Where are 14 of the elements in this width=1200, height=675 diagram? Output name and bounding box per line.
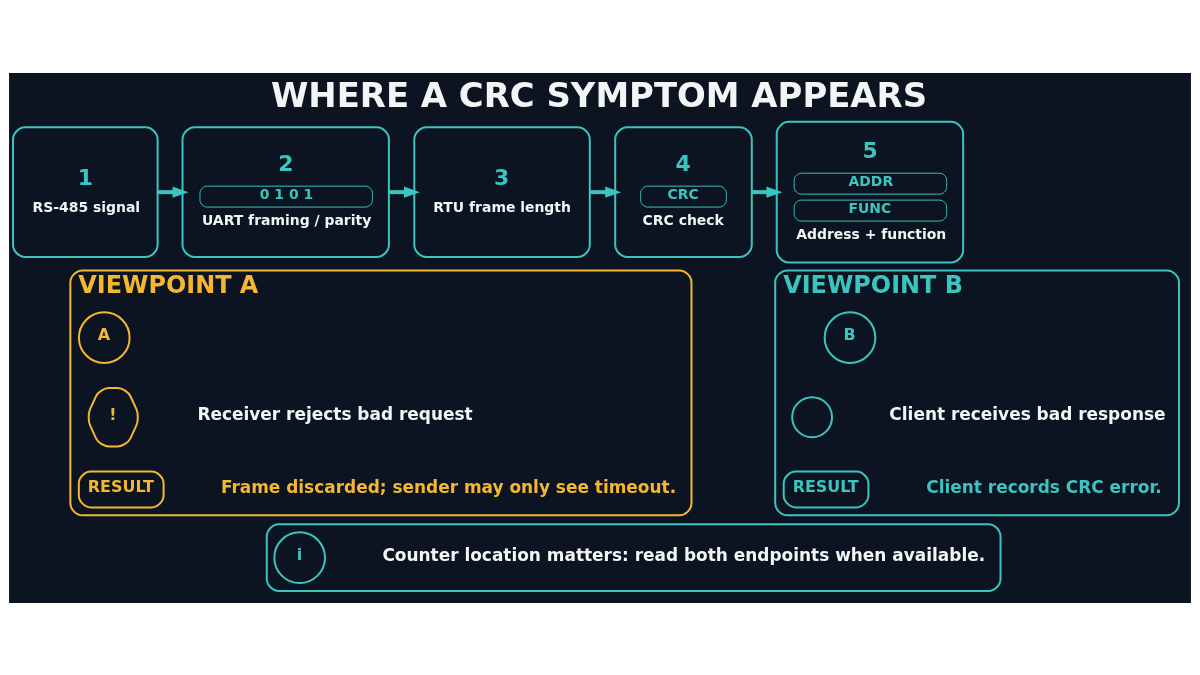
node-circle: i (273, 530, 326, 584)
node-circle: B (823, 310, 877, 364)
node-circle: A (77, 310, 131, 364)
diagram-title: WHERE A CRC SYMPTOM APPEARS (271, 75, 928, 115)
node-ellipse: ! (87, 386, 139, 447)
node-circle (791, 395, 834, 438)
node-box: RESULT (782, 470, 870, 508)
node-box: 4 CRC CRC check (614, 125, 753, 258)
node-box: 3 RTU frame length (413, 125, 591, 258)
node-box: RESULT (77, 470, 165, 508)
node-box: 5 ADDR FUNC Address + function (775, 120, 965, 263)
node-box: 1 RS-485 signal (12, 125, 159, 258)
arrow (389, 186, 420, 198)
node-box: 2 0 1 0 1 UART framing / parity (181, 125, 390, 258)
